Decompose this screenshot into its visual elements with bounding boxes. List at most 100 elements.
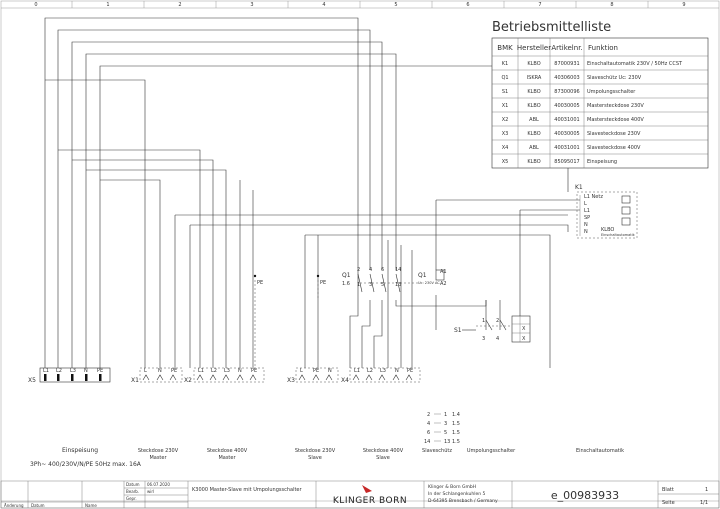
contact-cell: 5 [444, 430, 447, 436]
bom-title: Betriebsmittelliste [492, 20, 611, 35]
col-mark-5: 5 [394, 2, 397, 8]
bom-cell: X1 [502, 103, 509, 109]
bom-cell: 40030005 [554, 131, 579, 137]
caption-einspeisung: Einspeisung [62, 447, 98, 454]
bom-cell: KLBO [527, 89, 540, 95]
contact-cell: 2 [427, 412, 430, 418]
contact-top: 14 [395, 267, 401, 273]
q1-contactor: Q1 1.6 2 4 6 14 1 3 5 13 Q1 Uc: 230V AC … [342, 267, 447, 293]
contact-cell: 4 [427, 421, 430, 427]
title-block: Änderung Datum Name Datum 06.07.2020 Bea… [0, 480, 720, 509]
bom-cell: Umpolungsschalter [587, 89, 636, 95]
x2-term: L3 [224, 368, 230, 374]
x3-label: X3 [287, 377, 295, 384]
tb-bearb: wirl [147, 489, 154, 494]
tb-blatt-label: Blatt [662, 487, 674, 493]
contact-bottom: 3 [369, 282, 372, 288]
caption-st230-slave-sub: Slave [308, 455, 322, 461]
bom-cell: Mastersteckdose 400V [587, 117, 644, 123]
x4-term: L3 [380, 368, 386, 374]
captions: Einspeisung 3Ph~ 400/230V/N/PE 50Hz max.… [30, 447, 624, 468]
bom-cell: 40031001 [554, 117, 579, 123]
tb-blatt: 1 [705, 487, 708, 493]
s1-cross: X [522, 326, 526, 332]
k1-term: L [584, 201, 587, 207]
caption-slaveschuetz: Slaveschütz [422, 448, 452, 454]
logo-mark-icon [362, 485, 372, 493]
contact-table: 2 1 1.4 4 3 1.5 6 5 1.5 14 13 1.5 [424, 412, 460, 445]
tb-datum: 06.07.2020 [147, 482, 170, 487]
coil-a1: A1 [440, 269, 447, 275]
bom-cell: 87000931 [554, 61, 579, 67]
x5-label: X5 [28, 377, 36, 384]
bom-row: X3 KLBO 40030005 Slavesteckdose 230V [502, 131, 641, 137]
x3-socket: X3 L PE N [287, 367, 339, 384]
col-mark-3: 3 [250, 2, 253, 8]
x2-socket: X2 L1 L2 L3 N PE [184, 367, 265, 384]
bom-header-funktion: Funktion [588, 44, 618, 52]
x3-term: L [300, 368, 303, 374]
logo-text: KLINGER BORN [333, 496, 407, 506]
col-mark-4: 4 [322, 2, 325, 8]
caption-st400-master: Steckdose 400V [207, 448, 248, 454]
tb-seite: 1/1 [700, 500, 708, 506]
contact-cell: 1.5 [452, 421, 460, 427]
caption-umpolungsschalter: Umpolungsschalter [467, 448, 516, 454]
column-markers: 0 1 2 3 4 5 6 7 8 9 [34, 2, 685, 8]
bom-row: K1 KLBO 87000931 Einschaltautomatik 230V… [502, 61, 683, 67]
tb-datum-label: Datum [126, 482, 140, 487]
contact-cell: 6 [427, 430, 430, 436]
col-mark-9: 9 [682, 2, 685, 8]
bom-cell: KLBO [527, 159, 540, 165]
x4-term: L2 [367, 368, 373, 374]
contact-top: 2 [357, 267, 360, 273]
x4-term: PE [407, 368, 413, 374]
x4-term: N [395, 368, 399, 374]
col-mark-6: 6 [466, 2, 469, 8]
tb-datum2: Datum [31, 503, 45, 508]
k1-label: K1 [575, 184, 583, 191]
x5-term: L2 [56, 368, 62, 374]
s1-cross: X [522, 336, 526, 342]
x5-term: L3 [70, 368, 76, 374]
contact-cell: 1.4 [452, 412, 460, 418]
x1-term: L [144, 368, 147, 374]
q1-coil [435, 269, 445, 281]
bom-cell: X2 [502, 117, 509, 123]
bom-cell: Slavesteckdose 230V [587, 131, 641, 137]
k1-term: N [584, 229, 588, 235]
bom-cell: X4 [502, 145, 509, 151]
x4-term: L1 [354, 368, 360, 374]
bom-cell: 85095017 [554, 159, 579, 165]
col-mark-8: 8 [610, 2, 613, 8]
contact-cell: 1.5 [452, 439, 460, 445]
tb-company-line: Klinger & Born GmbH [428, 484, 476, 490]
tb-bearb-label: Bearb. [126, 489, 139, 494]
x1-socket: X1 L N PE [131, 367, 183, 384]
drawing-number: e_00983933 [551, 489, 619, 502]
contact-top: 6 [381, 267, 384, 273]
x5-terminal: X5 L1 L2 L3 N PE [28, 367, 111, 384]
x4-label: X4 [341, 377, 349, 384]
s1-pin: 4 [496, 336, 499, 342]
s1-switch: S1 1 2 3 4 X X [454, 315, 531, 343]
bom-header-row: BMK Hersteller Artikelnr. Funktion [497, 44, 618, 52]
col-mark-1: 1 [106, 2, 109, 8]
k1-module: K1 L1 Netz L L1 SP N N KLBO Einschaltaut… [575, 184, 638, 239]
caption-st230-master-sub: Master [149, 455, 167, 461]
contact-row: 2 1 1.4 [427, 412, 460, 418]
coil-a2: A2 [440, 281, 447, 287]
company-logo: KLINGER BORN [333, 485, 407, 506]
bom-cell: Einspeisung [587, 159, 617, 165]
bom-cell: KLBO [527, 61, 540, 67]
x3-term: N [328, 368, 332, 374]
contact-row: 6 5 1.5 [427, 430, 460, 436]
bom-row: X1 KLBO 40030005 Mastersteckdose 230V [502, 103, 645, 109]
k1-term: SP [584, 215, 590, 221]
tb-seite-label: Seite [662, 500, 675, 506]
bom-cell: 87300096 [554, 89, 579, 95]
caption-st400-master-sub: Master [218, 455, 236, 461]
x1-term: N [158, 368, 162, 374]
bom-cell: K1 [502, 61, 508, 67]
